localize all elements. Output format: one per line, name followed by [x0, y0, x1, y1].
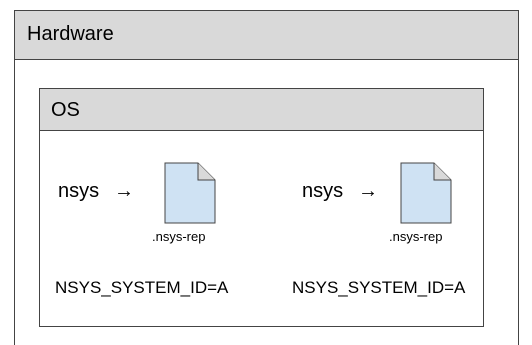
process-2-file-icon [400, 162, 452, 224]
process-1-env: NSYS_SYSTEM_ID=A [55, 278, 229, 297]
hardware-box: Hardware OS [14, 10, 519, 345]
os-header [40, 89, 483, 131]
hardware-header [15, 11, 518, 60]
process-2-env: NSYS_SYSTEM_ID=A [292, 278, 466, 297]
process-2-arrow: → [358, 180, 378, 202]
os-title: OS [51, 99, 80, 121]
process-1-command: nsys [58, 180, 100, 202]
os-box: OS [39, 88, 484, 327]
process-1-arrow: → [114, 180, 134, 202]
hardware-title: Hardware [27, 23, 114, 45]
process-1-file-icon [164, 162, 216, 224]
process-2-file-label: .nsys-rep [389, 229, 443, 244]
process-2-command: nsys [302, 180, 344, 202]
process-1-file-label: .nsys-rep [152, 229, 206, 244]
